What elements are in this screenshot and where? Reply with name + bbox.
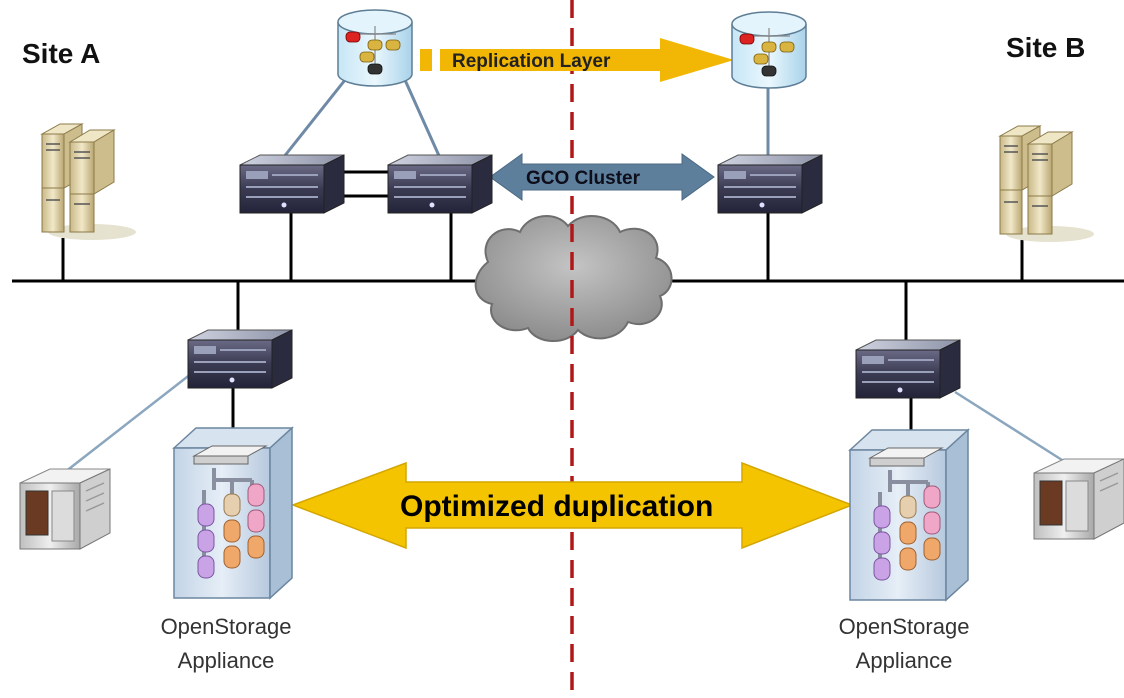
tape-library-icon	[19, 468, 111, 550]
db-a-to-node-1	[281, 79, 347, 159]
tower-server-icon	[40, 123, 136, 240]
optimized-duplication-arrow: Optimized duplication	[290, 461, 855, 550]
replication-layer-arrow: Replication Layer	[420, 38, 734, 82]
appliance-b-caption-line2: Appliance	[856, 648, 953, 673]
rack-server-icon	[855, 339, 961, 399]
rack-server-icon	[187, 329, 293, 389]
appliance-a-caption-line2: Appliance	[178, 648, 275, 673]
tape-library-icon	[1033, 458, 1124, 540]
optimized-duplication-label: Optimized duplication	[400, 490, 713, 523]
site-b-title: Site B	[1006, 32, 1085, 63]
gco-cluster-arrow: GCO Cluster	[489, 153, 715, 201]
media-b-to-tape	[954, 390, 1063, 462]
database-cylinder-icon	[731, 11, 807, 89]
rack-server-icon	[387, 154, 493, 214]
tower-server-icon	[998, 125, 1094, 242]
site-a-title: Site A	[22, 38, 100, 69]
database-cylinder-icon	[337, 9, 413, 87]
openstorage-appliance-icon	[172, 426, 294, 600]
wan-cloud-icon	[474, 214, 673, 343]
rack-server-icon	[717, 154, 823, 214]
openstorage-appliance-icon	[848, 428, 970, 602]
gco-cluster-label: GCO Cluster	[526, 168, 641, 189]
db-a-to-node-2	[403, 79, 442, 159]
appliance-b-caption-line1: OpenStorage	[839, 614, 970, 639]
replication-layer-label: Replication Layer	[452, 51, 611, 72]
appliance-a-caption-line1: OpenStorage	[161, 614, 292, 639]
media-a-to-tape	[64, 369, 197, 473]
rack-server-icon	[239, 154, 345, 214]
